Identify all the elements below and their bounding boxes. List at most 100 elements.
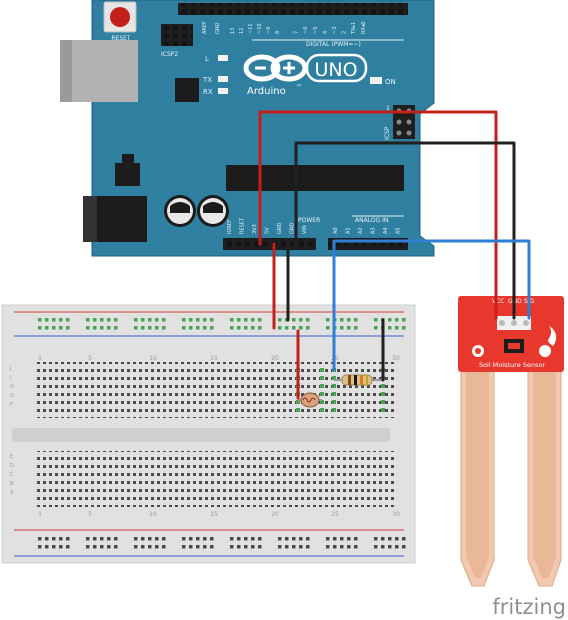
analog-pin-label: A5 [396, 227, 402, 234]
rail-hole [66, 537, 70, 541]
rail-hole [347, 326, 351, 330]
rail-hole [196, 318, 200, 322]
analog-header-label: ANALOG IN [355, 217, 388, 224]
bottom-power-rail [38, 537, 406, 549]
wire-gnd-to-sensor-gnd [294, 141, 516, 320]
rail-hole [395, 537, 399, 541]
power-pin-label: RESET [240, 217, 246, 234]
rail-hole [45, 537, 49, 541]
row-letter: B [10, 481, 14, 487]
rail-hole [244, 326, 248, 330]
rail-hole [402, 537, 406, 541]
column-number: 10 [149, 511, 157, 518]
rail-hole [155, 318, 159, 322]
rail-hole [244, 545, 248, 549]
rail-hole [114, 545, 118, 549]
rail-hole [52, 545, 56, 549]
rail-hole [100, 318, 104, 322]
rail-hole [340, 318, 344, 322]
rail-hole [388, 318, 392, 322]
rail-hole [258, 318, 262, 322]
mount-hole-right [539, 345, 551, 357]
voltage-regulator [115, 163, 140, 186]
rail-hole [66, 318, 70, 322]
rail-hole [210, 537, 214, 541]
rail-hole [134, 545, 138, 549]
rail-hole [86, 326, 90, 330]
rail-hole [134, 318, 138, 322]
rail-hole [45, 326, 49, 330]
rail-hole [285, 537, 289, 541]
rail-hole [347, 545, 351, 549]
rail-hole [100, 545, 104, 549]
rail-hole [354, 326, 358, 330]
rail-hole [340, 326, 344, 330]
rail-hole [114, 537, 118, 541]
rail-hole [237, 537, 241, 541]
rail-hole [141, 537, 145, 541]
rail-hole [285, 545, 289, 549]
gnd-top-label: GND [215, 22, 221, 34]
rail-hole [306, 318, 310, 322]
rail-hole [141, 318, 145, 322]
rail-hole [333, 537, 337, 541]
column-number: 5 [88, 511, 92, 518]
rail-hole [86, 537, 90, 541]
trademark-label: ™ [296, 84, 302, 91]
rail-hole [155, 545, 159, 549]
rail-hole [299, 537, 303, 541]
row-letter: A [10, 490, 14, 496]
uno-label: UNO [314, 59, 357, 81]
rail-hole [107, 318, 111, 322]
rail-hole [86, 545, 90, 549]
column-number: 15 [210, 511, 218, 518]
rail-hole [374, 318, 378, 322]
rail-hole [326, 537, 330, 541]
column-number: 10 [149, 355, 157, 362]
rail-hole [148, 545, 152, 549]
aref-label: AREF [202, 21, 208, 34]
rail-hole [395, 545, 399, 549]
rail-hole [66, 326, 70, 330]
rail-hole [114, 326, 118, 330]
rail-hole [107, 537, 111, 541]
on-led [370, 77, 382, 84]
rail-hole [196, 545, 200, 549]
icsp-header [393, 105, 415, 139]
row-letter: F [10, 402, 13, 408]
rail-hole [196, 537, 200, 541]
rail-hole [93, 318, 97, 322]
rail-hole [237, 318, 241, 322]
rail-hole [107, 326, 111, 330]
rail-hole [230, 318, 234, 322]
usb-chip [175, 78, 199, 102]
rail-hole [189, 537, 193, 541]
rail-hole [52, 326, 56, 330]
wire-5v-to-sensor-vcc [258, 110, 498, 320]
rail-hole [237, 545, 241, 549]
rail-hole [374, 326, 378, 330]
rail-hole [59, 318, 63, 322]
rail-hole [244, 537, 248, 541]
analog-pin-label: A4 [383, 227, 389, 234]
rail-hole [306, 326, 310, 330]
rail-hole [45, 545, 49, 549]
digital-header-label: DIGITAL (PWM=~) [306, 41, 361, 48]
rail-hole [66, 545, 70, 549]
rail-hole [162, 318, 166, 322]
tx-led-label: TX [202, 76, 212, 84]
rail-hole [278, 545, 282, 549]
rail-hole [134, 537, 138, 541]
column-number: 15 [210, 355, 218, 362]
rx-led [218, 88, 228, 94]
digital-pin-label: 7 [294, 31, 300, 34]
rail-hole [189, 318, 193, 322]
rail-hole [278, 326, 282, 330]
row-letter: C [10, 472, 14, 478]
l-led [218, 55, 228, 61]
rail-hole [402, 326, 406, 330]
